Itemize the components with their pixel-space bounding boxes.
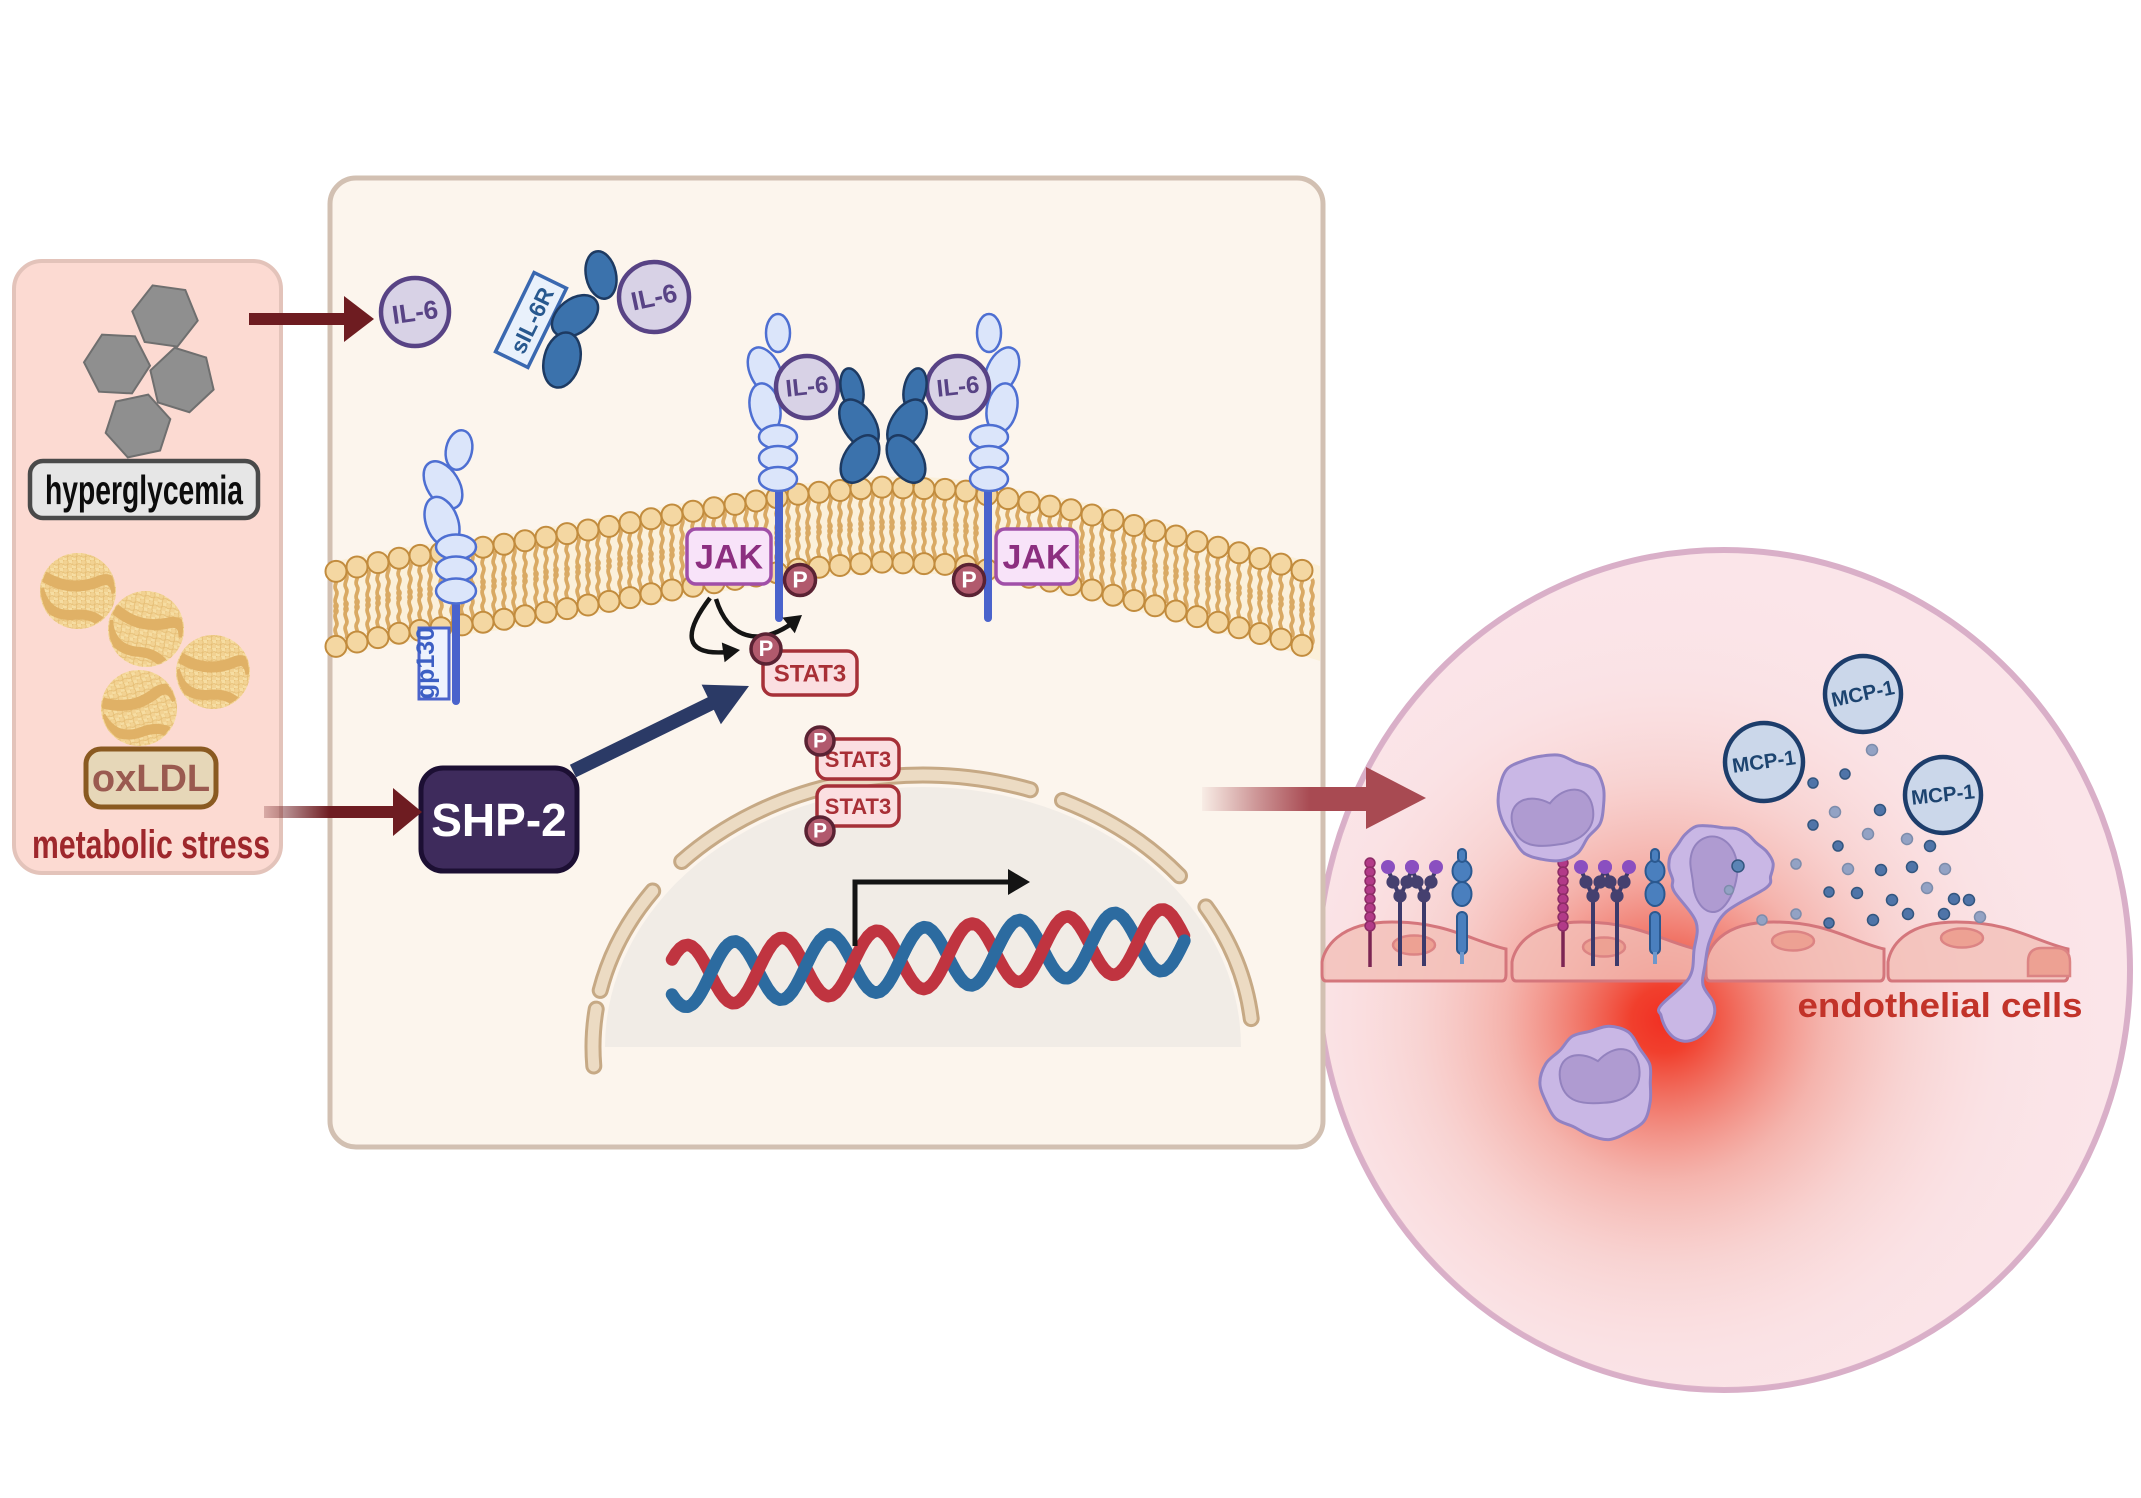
svg-text:P: P	[759, 636, 774, 661]
svg-text:metabolic stress: metabolic stress	[32, 823, 270, 867]
svg-text:JAK: JAK	[695, 539, 763, 577]
svg-text:IL-6: IL-6	[784, 371, 829, 402]
svg-text:P: P	[813, 730, 827, 753]
svg-text:STAT3: STAT3	[825, 747, 891, 772]
svg-text:P: P	[961, 566, 976, 592]
svg-text:STAT3: STAT3	[774, 661, 846, 688]
svg-text:endothelial cells: endothelial cells	[1798, 987, 2083, 1025]
svg-text:P: P	[813, 820, 827, 843]
svg-text:gp130: gp130	[412, 627, 440, 699]
svg-text:P: P	[792, 566, 807, 592]
svg-text:STAT3: STAT3	[825, 794, 891, 819]
svg-text:hyperglycemia: hyperglycemia	[45, 467, 244, 513]
svg-text:oxLDL: oxLDL	[92, 758, 210, 800]
svg-text:IL-6: IL-6	[390, 294, 440, 330]
svg-text:SHP-2: SHP-2	[431, 794, 566, 846]
svg-text:IL-6: IL-6	[935, 371, 980, 402]
svg-text:JAK: JAK	[1002, 539, 1070, 577]
